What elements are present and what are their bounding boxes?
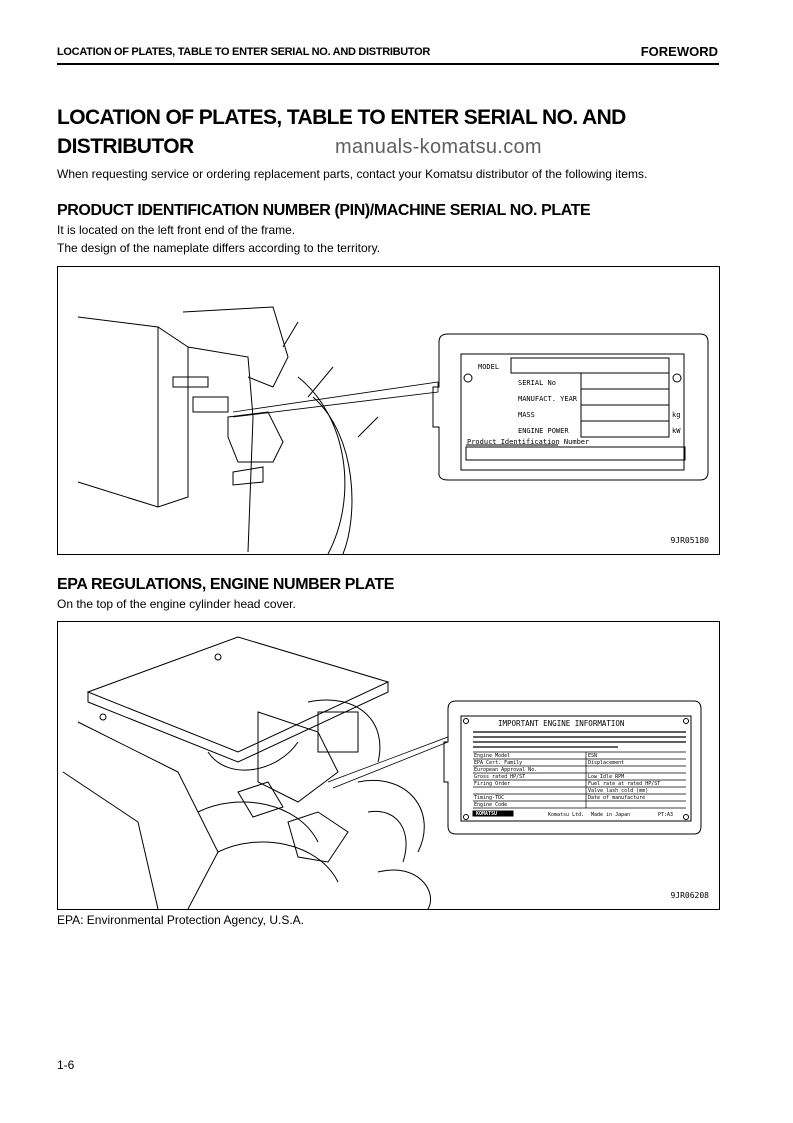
section1-line-2: The design of the nameplate differs acco… (57, 241, 381, 255)
section1-line-1: It is located on the left front end of t… (57, 223, 296, 237)
frame-illustration (77, 306, 709, 554)
header-rule (57, 63, 719, 65)
intro-text: When requesting service or ordering repl… (57, 167, 648, 181)
engine-illustration (62, 636, 702, 909)
section1-heading: PRODUCT IDENTIFICATION NUMBER (PIN)/MACH… (57, 202, 591, 219)
watermark: manuals-komatsu.com (335, 136, 542, 158)
figure-code: 9JR05180 (670, 536, 709, 545)
epa-note: EPA: Environmental Protection Agency, U.… (57, 913, 305, 927)
running-header-section: LOCATION OF PLATES, TABLE TO ENTER SERIA… (57, 46, 431, 58)
page-title: LOCATION OF PLATES, TABLE TO ENTER SERIA… (57, 106, 626, 158)
page-number: 1-6 (57, 1058, 75, 1072)
figure-code: 9JR06208 (670, 891, 709, 900)
section2-heading: EPA REGULATIONS, ENGINE NUMBER PLATE (57, 576, 395, 593)
section2-line: On the top of the engine cylinder head c… (57, 597, 296, 611)
running-header-chapter: FOREWORD (640, 44, 718, 59)
figure-pin-plate: MODEL SERIAL No MANUFACT. YEAR MASS kg E… (57, 266, 720, 555)
figure-engine-plate: IMPORTANT ENGINE INFORMATION Engine Mode… (57, 621, 720, 910)
